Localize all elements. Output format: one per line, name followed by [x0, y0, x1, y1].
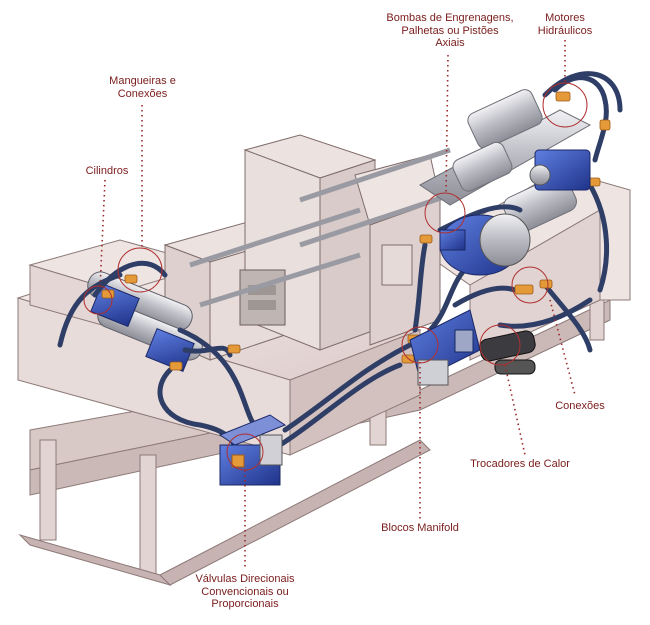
leader-lines [99, 40, 576, 570]
manifold-block [409, 309, 481, 386]
hydraulic-pump [439, 213, 531, 276]
hydraulic-hoses [57, 71, 623, 453]
label-manifold-blocks: Blocos Manifold [381, 522, 459, 534]
label-heat-exchangers: Trocadores de Calor [470, 458, 570, 470]
mold-platens [163, 134, 441, 361]
label-directional-valves: Válvulas Direcionais Convencionais ou Pr… [195, 573, 295, 610]
clamp-cylinders [87, 271, 203, 373]
label-pumps: Bombas de Engrenagens, Palhetas ou Pistõ… [386, 12, 514, 49]
directional-valves [218, 414, 287, 486]
label-hoses: Mangueiras e Conexões [109, 75, 176, 100]
label-cylinders: Cilindros [85, 165, 129, 177]
label-connections: Conexões [555, 400, 605, 412]
hydraulic-motor [529, 149, 591, 191]
tie-bars [189, 147, 451, 308]
heat-exchanger [479, 330, 536, 375]
label-hydraulic-motors: Motores Hidráulicos [537, 12, 593, 37]
